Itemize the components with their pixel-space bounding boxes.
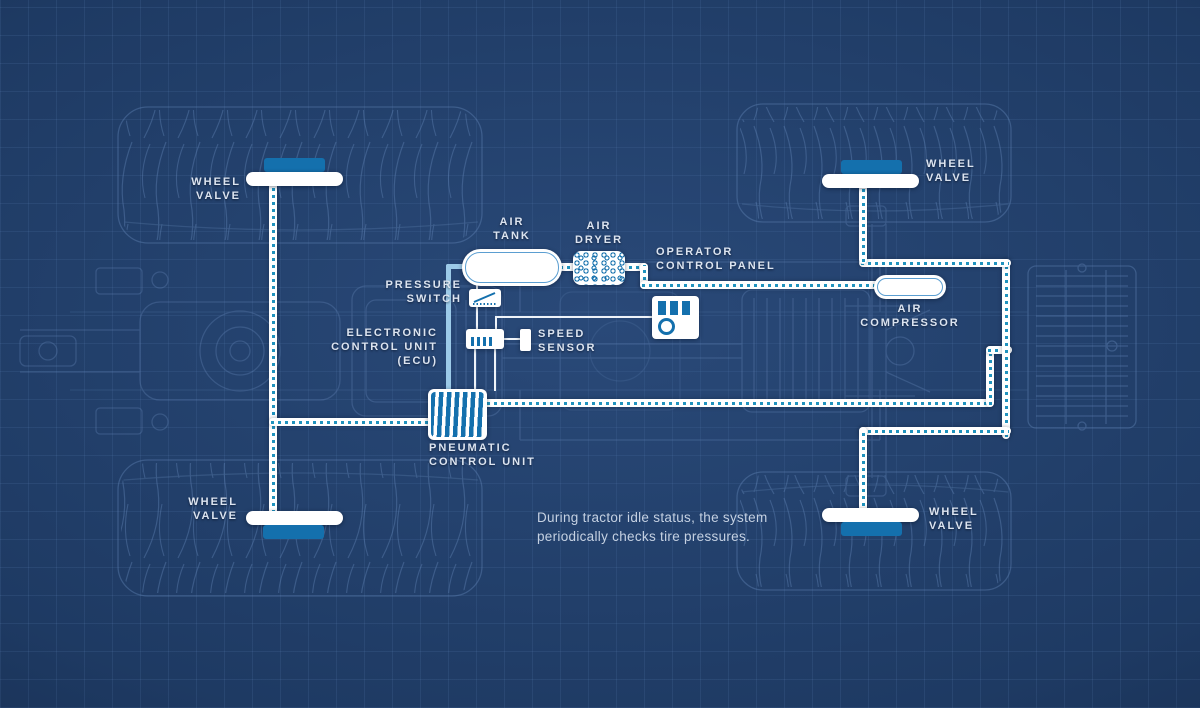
label-wheel-valve-top-right: WHEEL VALVE	[926, 158, 976, 184]
operator-control-panel	[652, 296, 699, 339]
label-pneumatic-control-unit: PNEUMATIC CONTROL UNIT	[429, 442, 536, 468]
wheel-valve-block-bottom-left	[263, 525, 324, 539]
pipe-valve-drop-top-right	[859, 182, 867, 264]
pressure-switch-lever	[473, 292, 496, 303]
pipe-tank-to-dryer	[558, 263, 578, 271]
label-wheel-valve-bottom-left: WHEEL VALVE	[188, 496, 238, 522]
label-operator-control-panel: OPERATOR CONTROL PANEL	[656, 246, 776, 272]
air-tank	[462, 249, 562, 286]
label-air-dryer: AIR DRYER	[574, 220, 624, 246]
wheel-valve-top-left	[246, 172, 343, 186]
label-air-tank: AIR TANK	[493, 216, 531, 242]
engine-grille-art	[1027, 263, 1137, 431]
pipe-right-riser	[986, 346, 994, 407]
pipe-pcu-to-right	[478, 399, 994, 407]
air-compressor-inner-outline	[877, 278, 943, 296]
wheel-valve-block-bottom-right	[841, 522, 902, 536]
wire-ecu-to-speed-sensor	[502, 338, 521, 340]
wire-ecu-to-pcu-1	[474, 348, 476, 391]
pipe-right-loop-bottom	[859, 427, 1011, 435]
pneumatic-control-unit	[428, 389, 487, 440]
pressure-switch	[469, 289, 501, 307]
wire-ecu-up	[495, 316, 497, 330]
pipe-pcu-to-left-loop	[269, 418, 437, 426]
pipe-right-loop-top	[859, 259, 1011, 267]
ecu-pin	[471, 337, 474, 346]
wheel-valve-bottom-left	[246, 511, 343, 525]
tank-supply-pipe-horizontal	[446, 264, 464, 269]
air-compressor	[874, 275, 946, 299]
wire-tank-to-switch	[476, 283, 478, 291]
wire-ecu-to-panel	[495, 316, 655, 318]
panel-indicator-bar	[670, 301, 678, 315]
label-electronic-control-unit: ELECTRONIC CONTROL UNIT (ECU)	[331, 327, 438, 367]
pipe-dryer-out	[620, 263, 648, 271]
wire-ecu-to-pcu-2	[494, 348, 496, 391]
pipe-right-loop	[1002, 259, 1010, 439]
label-wheel-valve-top-left: WHEEL VALVE	[191, 176, 241, 202]
panel-indicator-bar	[682, 301, 690, 315]
speed-sensor	[520, 329, 531, 351]
wheel-valve-top-right	[822, 174, 919, 188]
tank-supply-pipe-vertical	[446, 264, 451, 392]
panel-dial	[658, 318, 675, 335]
pipe-to-compressor	[640, 281, 880, 289]
caption-text: During tractor idle status, the system p…	[537, 510, 768, 544]
wheel-valve-block-top-right	[841, 160, 902, 174]
wheel-valve-block-top-left	[264, 158, 325, 172]
pipe-dryer-jog	[640, 263, 648, 289]
chassis-art	[19, 205, 1028, 497]
wheel-valve-bottom-right	[822, 508, 919, 522]
ecu-pin	[483, 337, 486, 346]
pressure-switch-markings	[473, 302, 497, 305]
label-speed-sensor: SPEED SENSOR	[538, 328, 597, 354]
air-tank-inner-outline	[465, 252, 559, 283]
ecu-pin	[477, 337, 480, 346]
air-dryer	[573, 251, 625, 285]
wire-switch-to-ecu	[476, 307, 478, 330]
pipe-valve-drop-bottom-right	[859, 427, 867, 515]
label-wheel-valve-bottom-right: WHEEL VALVE	[929, 506, 979, 532]
label-air-compressor: AIR COMPRESSOR	[860, 303, 960, 329]
pipe-left-loop	[269, 178, 277, 522]
electronic-control-unit	[466, 329, 504, 349]
panel-indicator-bar	[658, 301, 666, 315]
ecu-pin	[489, 337, 492, 346]
pneumatic-control-unit-stripes	[431, 392, 484, 437]
pipe-right-join	[986, 346, 1012, 354]
label-pressure-switch: PRESSURE SWITCH	[385, 279, 462, 305]
